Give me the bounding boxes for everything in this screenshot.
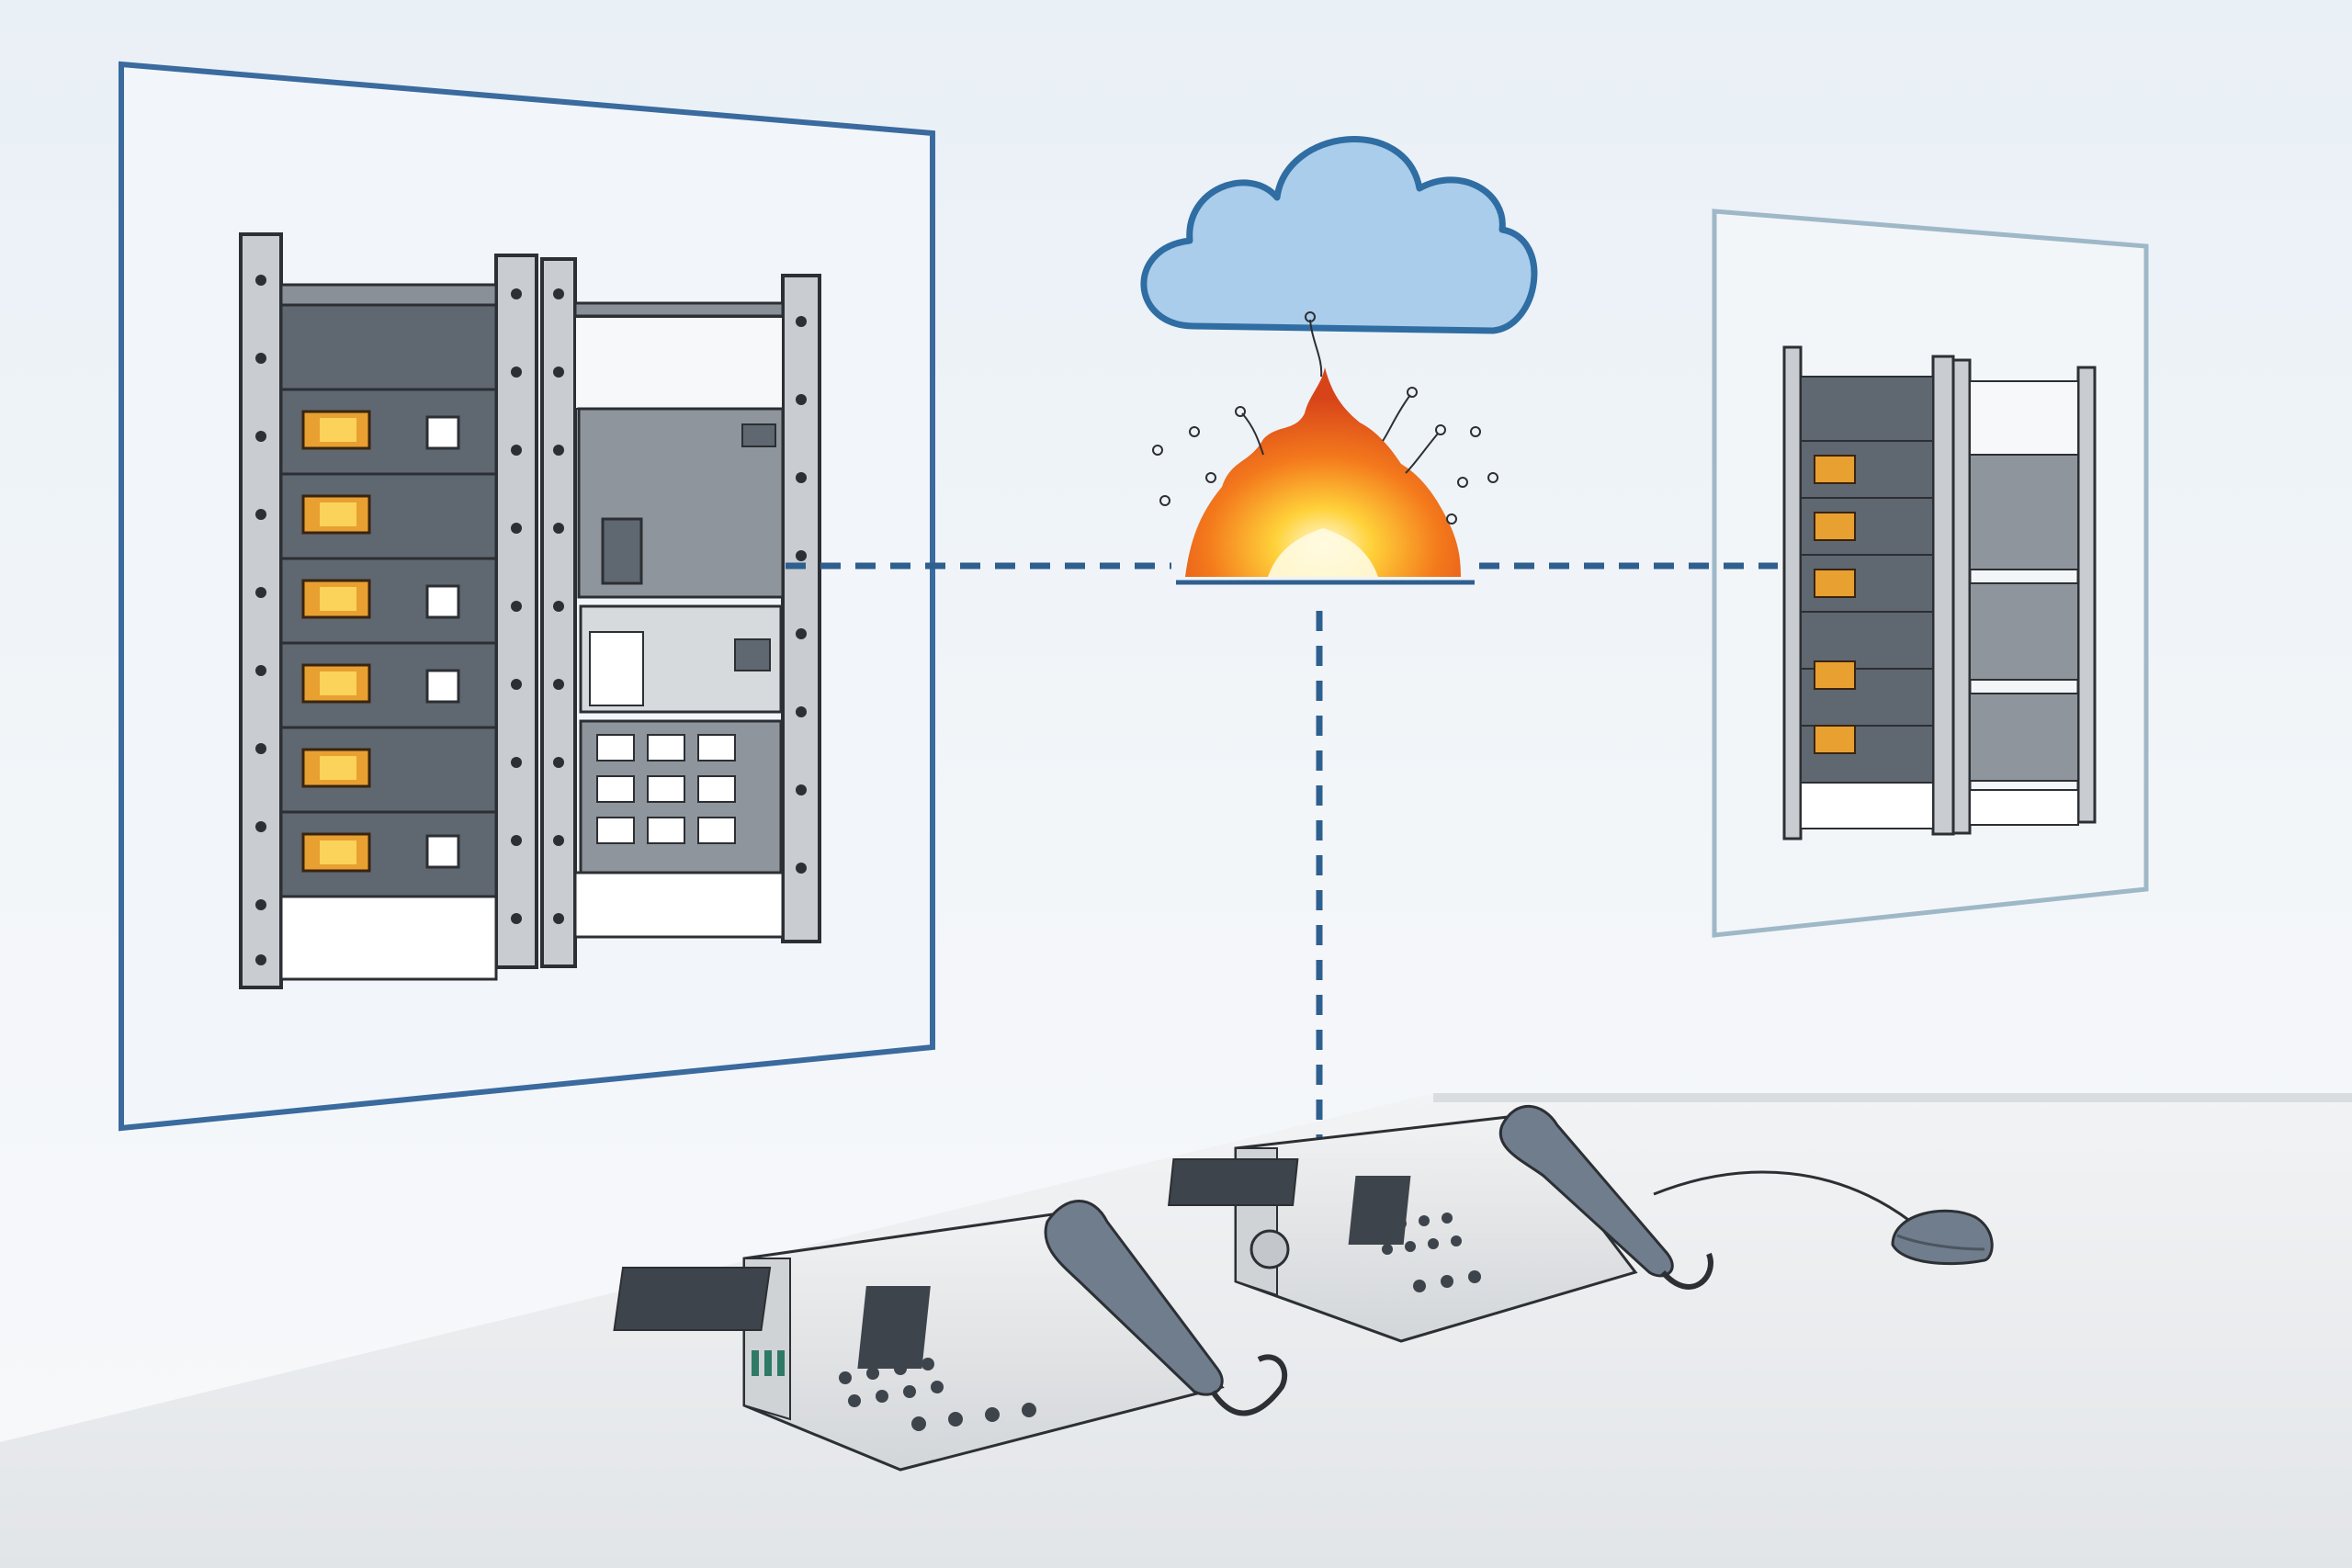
desk-phone-icon: [1167, 1104, 1912, 1343]
fire-burst-icon: [1152, 311, 1498, 577]
server-rack-icon: [1782, 345, 2097, 840]
mouse-icon: [1891, 1209, 1994, 1266]
desk-phone-icon: [613, 1200, 1288, 1472]
cloud-icon: [1140, 136, 1538, 334]
desk-edge: [1433, 1093, 2352, 1102]
connection-lines: [786, 562, 1778, 1144]
server-rack-icon: [239, 232, 821, 989]
